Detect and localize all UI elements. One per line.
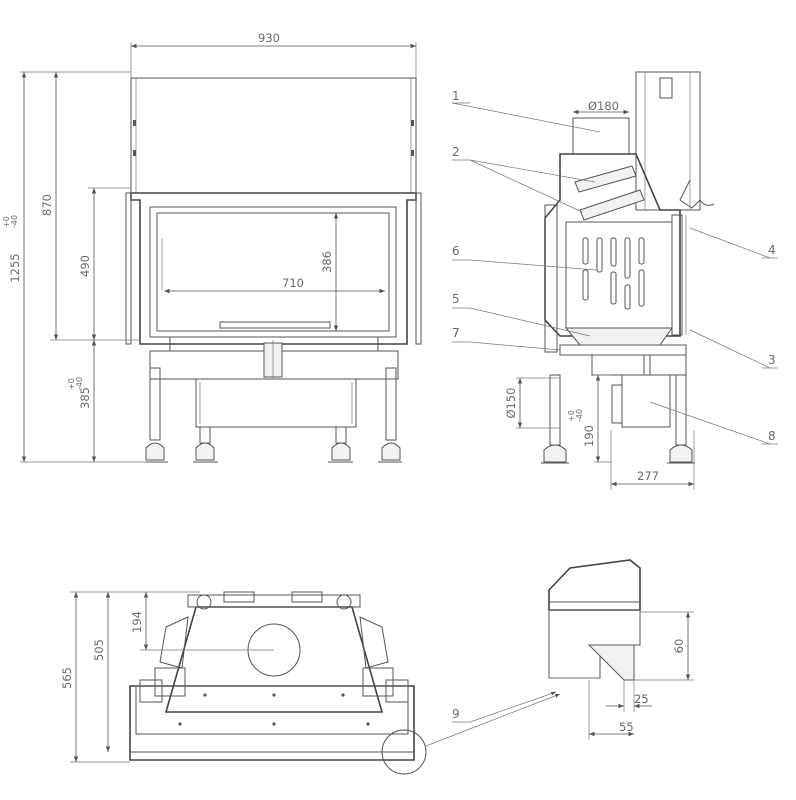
dimension-1255: 1255	[8, 253, 22, 282]
svg-text:-40: -40	[575, 409, 584, 422]
detail-dimension-55: 55	[619, 720, 634, 734]
callout-7: 7	[452, 326, 460, 340]
flue-collar	[572, 117, 630, 155]
dimension-930: 930	[258, 31, 280, 45]
legs	[145, 367, 402, 463]
baffle-plate-1	[574, 165, 637, 193]
detail-view: 60 25 55 9	[425, 559, 694, 747]
dimension-190: 190	[582, 425, 596, 447]
hood-panel	[130, 77, 417, 194]
svg-text:-40: -40	[75, 377, 84, 390]
glass-panel	[156, 212, 390, 332]
air-box	[195, 378, 357, 428]
door-inner-frame	[149, 206, 397, 338]
dimension-385: 385	[78, 387, 92, 409]
air-inlet-box	[621, 374, 671, 428]
dimension-490: 490	[78, 255, 92, 277]
detail-fin	[587, 644, 635, 681]
dimension-386: 386	[320, 251, 334, 273]
svg-text:+0: +0	[67, 378, 76, 390]
door-frame	[130, 192, 417, 345]
dimension-870: 870	[40, 194, 54, 216]
callout-8: 8	[768, 429, 776, 443]
top-front-plate	[129, 685, 415, 761]
dimension-505: 505	[92, 639, 106, 661]
svg-text:+0: +0	[2, 216, 11, 228]
dimension-565: 565	[60, 667, 74, 689]
callout-2: 2	[452, 145, 460, 159]
callout-6: 6	[452, 244, 460, 258]
top-view: 565 505 194	[60, 591, 427, 775]
air-inlet-diameter: Ø150	[504, 387, 518, 418]
side-view: Ø180	[451, 71, 778, 490]
baffle-plate-2	[579, 189, 645, 221]
detail-dimension-25: 25	[634, 692, 649, 706]
dimension-277: 277	[637, 469, 659, 483]
svg-text:-40: -40	[10, 215, 19, 228]
callout-4: 4	[768, 243, 776, 257]
dimension-194: 194	[130, 611, 144, 633]
callout-5: 5	[452, 292, 460, 306]
front-view: 930 710 386	[2, 31, 422, 463]
callouts: 1 2 6 5 7 4 3 8	[451, 89, 778, 445]
dimension-710: 710	[282, 276, 304, 290]
svg-text:+0: +0	[567, 410, 576, 422]
detail-circle	[381, 729, 427, 775]
detail-dimension-60: 60	[672, 639, 686, 654]
ash-box	[591, 354, 645, 376]
flue-diameter: Ø180	[588, 99, 619, 113]
back-wall-slots	[582, 237, 645, 310]
callout-1: 1	[452, 89, 460, 103]
callout-9: 9	[452, 707, 460, 721]
callout-3: 3	[768, 353, 776, 367]
grate	[564, 327, 673, 346]
